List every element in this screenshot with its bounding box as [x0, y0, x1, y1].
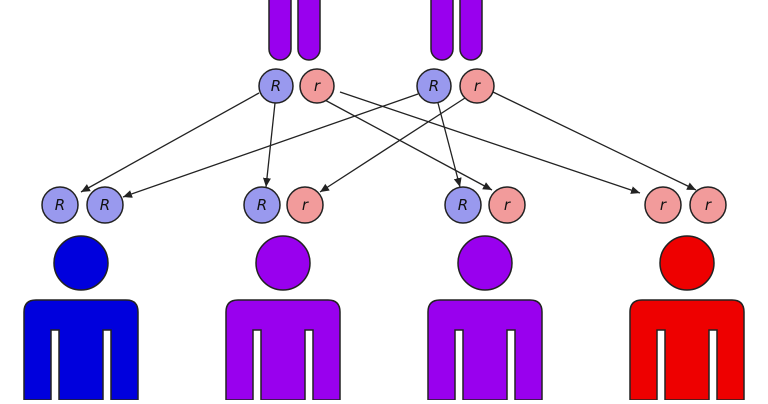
child-3-person-icon [427, 235, 543, 401]
arrow-p1r-to-child4 [339, 91, 641, 194]
child-2-allele-1-label: R [257, 196, 267, 214]
parent-2-chromosome-left [430, 0, 454, 61]
child-4-allele-1-circle [644, 186, 682, 224]
child-4-allele-2-circle [689, 186, 727, 224]
parent-2-allele-1-label: R [429, 77, 439, 95]
parent-2-alleles: R r [416, 68, 495, 104]
parent-1-chromosome-pair [268, 0, 321, 61]
child-1-alleles: R R [41, 186, 124, 224]
child-4-person-icon [629, 235, 745, 401]
parent-1-allele-1-label: R [271, 77, 281, 95]
child-1-allele-1-circle [41, 186, 79, 224]
child-3-allele-1-circle [444, 186, 482, 224]
arrow-p2R-to-child3 [437, 102, 462, 188]
child-1-allele-2-label: R [100, 196, 110, 214]
arrow-p1R-to-child2 [262, 102, 276, 188]
child-2-alleles: R r [243, 186, 324, 224]
parent-1-chromosome-right [297, 0, 321, 61]
child-4-alleles: r r [644, 186, 727, 224]
child-3-alleles: R r [444, 186, 526, 224]
parent-1-allele-2-label: r [314, 77, 321, 95]
child-1-person-icon [23, 235, 139, 401]
parent-2-allele-1-circle [416, 68, 452, 104]
parent-1-chromosome-left [268, 0, 292, 61]
arrow-p2r-to-child4 [492, 91, 697, 191]
parent-1-allele-2-circle [299, 68, 335, 104]
child-4-allele-1-label: r [660, 196, 667, 214]
inheritance-arrows [80, 91, 697, 198]
child-3-allele-2-label: r [504, 196, 511, 214]
arrow-p1R-to-child1 [80, 92, 260, 193]
parent-2-chromosome-pair [430, 0, 483, 61]
child-3-allele-2-circle [488, 186, 526, 224]
arrow-p1r-to-child3 [322, 98, 493, 191]
parent-2-allele-2-circle [459, 68, 495, 104]
child-2-person-icon [225, 235, 341, 401]
child-4-allele-2-label: r [705, 196, 712, 214]
parent-2-allele-2-label: r [474, 77, 481, 95]
parent-1-allele-1-circle [258, 68, 294, 104]
child-2-allele-2-label: r [302, 196, 309, 214]
parent-1-alleles: R r [258, 68, 335, 104]
child-1-allele-1-label: R [55, 196, 65, 214]
child-2-allele-1-circle [243, 186, 281, 224]
child-2-allele-2-circle [286, 186, 324, 224]
parent-2-chromosome-right [459, 0, 483, 61]
child-3-allele-1-label: R [458, 196, 468, 214]
arrow-p2r-to-child2 [319, 97, 466, 193]
child-1-allele-2-circle [86, 186, 124, 224]
